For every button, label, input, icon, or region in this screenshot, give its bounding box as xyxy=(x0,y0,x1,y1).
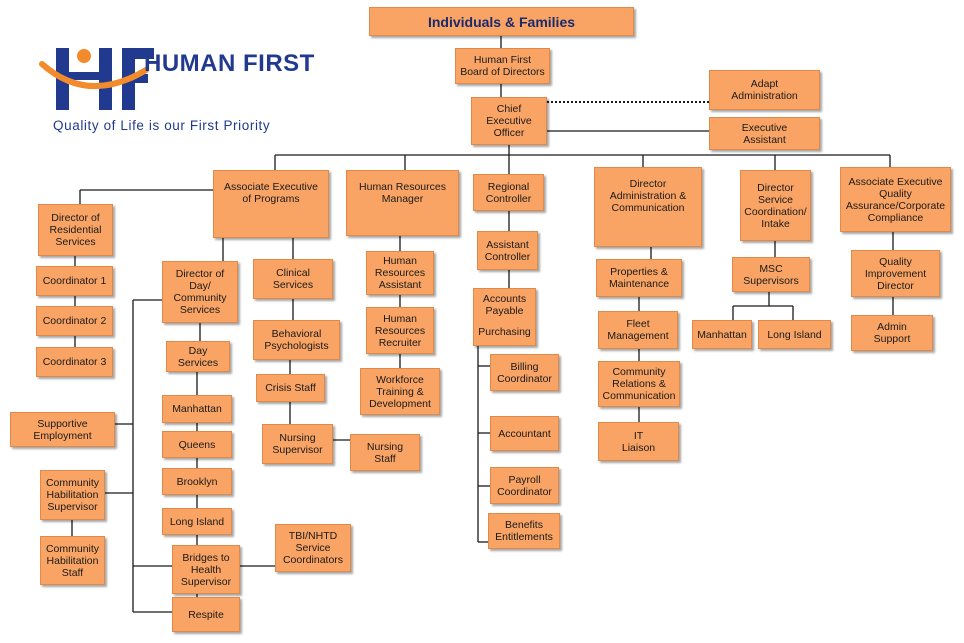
accounts-payable-label: Accounts Payable xyxy=(482,293,527,317)
hr-assistant-box: Human Resources Assistant xyxy=(366,251,434,295)
associate-executive-qa-box: Associate Executive Quality Assurance/Co… xyxy=(840,167,951,232)
properties-maintenance-box: Properties & Maintenance xyxy=(596,259,682,297)
assistant-controller-box: Assistant Controller xyxy=(477,231,538,270)
it-liaison-box: IT Liaison xyxy=(598,422,679,461)
brooklyn-box: Brooklyn xyxy=(162,468,232,495)
hf-logo-icon xyxy=(39,48,154,110)
respite-box: Respite xyxy=(172,597,240,632)
purchasing-label: Purchasing xyxy=(478,326,531,338)
ceo-box: Chief Executive Officer xyxy=(471,97,547,145)
benefits-entitlements-box: Benefits Entitlements xyxy=(488,513,560,549)
manhattan-msc-box: Manhattan xyxy=(692,320,752,349)
associate-executive-programs-box: Associate Executive of Programs xyxy=(213,170,329,238)
logo-tagline: Quality of Life is our First Priority xyxy=(53,118,271,133)
supportive-employment-box: Supportive Employment xyxy=(10,412,115,447)
coordinator-1-box: Coordinator 1 xyxy=(36,266,113,296)
individuals-families-box: Individuals & Families xyxy=(369,7,634,36)
workforce-training-box: Workforce Training & Development xyxy=(360,368,440,415)
hr-recruiter-box: Human Resources Recruiter xyxy=(366,307,434,354)
crisis-staff-box: Crisis Staff xyxy=(256,374,325,402)
day-services-box: Day Services xyxy=(166,341,230,372)
accountant-box: Accountant xyxy=(490,416,559,451)
logo-name: HUMAN FIRST xyxy=(144,50,315,77)
fleet-management-box: Fleet Management xyxy=(598,311,678,349)
director-residential-box: Director of Residential Services xyxy=(38,204,113,256)
nursing-supervisor-box: Nursing Supervisor xyxy=(262,424,333,464)
hr-manager-box: Human Resources Manager xyxy=(346,170,459,236)
bridges-to-health-box: Bridges to Health Supervisor xyxy=(172,545,240,594)
long-island-day-box: Long Island xyxy=(162,508,232,535)
executive-assistant-box: Executive Assistant xyxy=(709,117,820,150)
coordinator-3-box: Coordinator 3 xyxy=(36,347,113,377)
behavioral-psychologists-box: Behavioral Psychologists xyxy=(253,320,340,360)
board-of-directors-box: Human First Board of Directors xyxy=(455,48,550,84)
quality-improvement-director-box: Quality Improvement Director xyxy=(851,250,940,297)
regional-controller-box: Regional Controller xyxy=(473,174,544,211)
accounts-payable-purchasing-box: Accounts Payable Purchasing xyxy=(473,288,536,346)
manhattan-day-box: Manhattan xyxy=(162,395,232,423)
clinical-services-box: Clinical Services xyxy=(253,259,333,299)
admin-support-box: Admin Support xyxy=(851,315,933,351)
director-service-coordination-box: Director Service Coordination/ Intake xyxy=(740,170,811,241)
msc-supervisors-box: MSC Supervisors xyxy=(732,257,810,292)
payroll-coordinator-box: Payroll Coordinator xyxy=(490,467,559,504)
tbi-nhtd-box: TBI/NHTD Service Coordinators xyxy=(275,524,351,572)
director-day-community-box: Director of Day/ Community Services xyxy=(162,261,238,323)
community-habilitation-supervisor-box: Community Habilitation Supervisor xyxy=(40,470,105,520)
nursing-staff-box: Nursing Staff xyxy=(350,434,420,471)
community-relations-box: Community Relations & Communication xyxy=(598,361,680,407)
coordinator-2-box: Coordinator 2 xyxy=(36,306,113,336)
queens-box: Queens xyxy=(162,431,232,458)
billing-coordinator-box: Billing Coordinator xyxy=(490,354,559,391)
long-island-msc-box: Long Island xyxy=(758,320,831,349)
director-administration-box: Director Administration & Communication xyxy=(594,167,702,247)
adapt-administration-box: Adapt Administration xyxy=(709,70,820,110)
community-habilitation-staff-box: Community Habilitation Staff xyxy=(40,536,105,585)
